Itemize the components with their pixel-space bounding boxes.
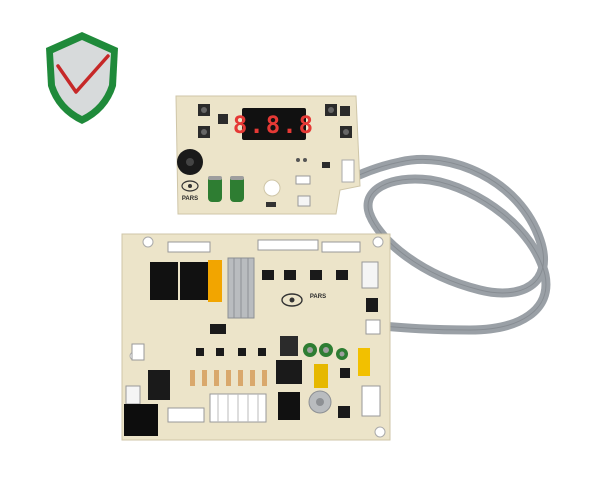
connector [295,175,311,185]
ic-chip [280,336,298,356]
cable-connector [297,195,311,207]
svg-text:8.8.8: 8.8.8 [233,111,315,139]
mounting-hole [263,179,281,197]
board-logo [181,180,199,192]
ic-chip [340,368,350,378]
board-logo [281,293,303,307]
connector [167,241,211,253]
mounting-hole [142,236,154,248]
mounting-hole [372,236,384,248]
transistor [336,270,348,280]
relay [150,262,178,300]
capacitor [358,348,370,376]
display-board: 8.8.8 PARS [175,95,361,215]
transistor [258,348,266,356]
heatsink [227,257,255,319]
buzzer [177,149,203,175]
shield-check-icon [46,32,118,124]
mounting-hole [374,426,386,438]
transistor [262,270,274,280]
cable-connector [365,319,381,335]
main-board: PARS [121,233,391,441]
power-module [124,404,158,436]
push-button [340,126,352,138]
push-button [198,104,210,116]
electrolytic-capacitor [336,348,348,360]
transformer [276,360,302,384]
ic-chip [266,202,276,207]
connector [257,239,319,251]
connector [321,241,361,253]
push-button [340,106,350,116]
capacitor [208,260,222,302]
relay [180,262,208,300]
brand-label: PARS [182,196,198,202]
brand-label: PARS [310,294,326,300]
resistor-array [190,370,267,386]
transistor [216,348,224,356]
ic-chip [210,324,226,334]
connector [131,343,145,361]
push-button [198,126,210,138]
ic-chip [148,370,170,400]
push-button [325,104,337,116]
electrolytic-capacitor [308,390,332,414]
ic-chip [338,406,350,418]
push-button [218,114,228,124]
seven-segment-display: 8.8.8 [233,108,315,140]
connector [125,385,141,405]
transistor [310,270,322,280]
electrolytic-capacitor [319,343,333,357]
capacitor [314,364,328,388]
electrolytic-capacitor [303,343,317,357]
led [322,162,330,168]
transistor [196,348,204,356]
electrolytic-capacitor [230,176,244,202]
relay [278,392,300,420]
transistor [284,270,296,280]
connector [167,407,205,423]
transistor [238,348,246,356]
connector [361,385,381,417]
ic-chip [366,298,378,312]
pin-header [361,261,379,289]
electrolytic-capacitor [208,176,222,202]
connector [341,159,355,183]
